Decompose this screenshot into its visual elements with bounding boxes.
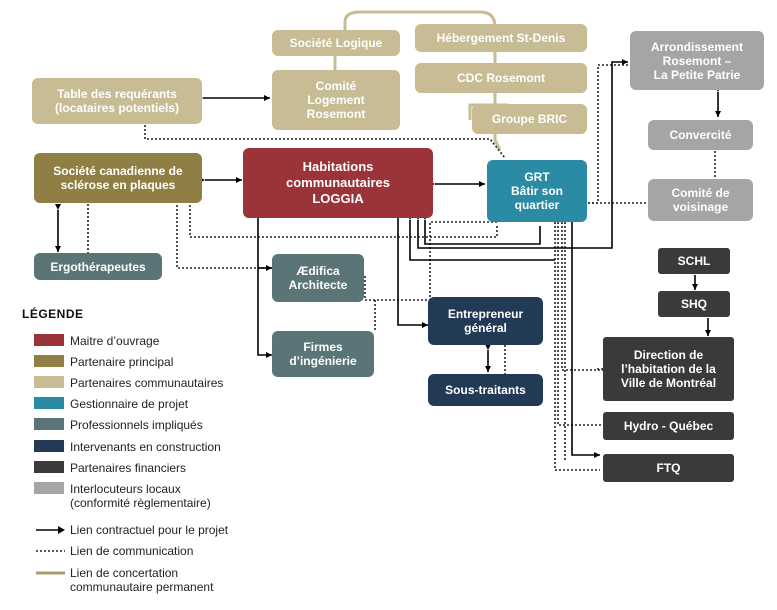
legend-swatch xyxy=(34,355,64,367)
node-convercite: Convercité xyxy=(648,120,753,150)
node-groupe-bric: Groupe BRIC xyxy=(472,104,587,134)
node-comite-logement: Comité Logement Rosemont xyxy=(272,70,400,130)
legend-item: Partenaires communautaires xyxy=(34,376,223,390)
node-entrepreneur: Entrepreneur général xyxy=(428,297,543,345)
legend-line-item: Lien contractuel pour le projet xyxy=(34,523,228,537)
legend-swatch xyxy=(34,376,64,388)
legend-title: LÉGENDE xyxy=(22,307,84,321)
legend-swatch xyxy=(34,461,64,473)
legend-item: Partenaire principal xyxy=(34,355,173,369)
contract-links xyxy=(55,59,721,458)
node-societe-canadienne: Société canadienne de sclérose en plaque… xyxy=(34,153,202,203)
legend-line-item: Lien de concertation communautaire perma… xyxy=(34,566,213,594)
node-comite-voisinage: Comité de voisinage xyxy=(648,179,753,221)
node-firmes: Firmes d’ingénierie xyxy=(272,331,374,377)
legend-swatch xyxy=(34,397,64,409)
node-sous-traitants: Sous-traitants xyxy=(428,374,543,406)
node-shq: SHQ xyxy=(658,291,730,317)
legend-swatch xyxy=(34,482,64,494)
legend-label: Partenaires communautaires xyxy=(70,376,224,390)
legend-label: Maitre d’ouvrage xyxy=(70,334,160,348)
legend-label: Partenaire principal xyxy=(70,355,174,369)
legend-label: Partenaires financiers xyxy=(70,461,187,475)
tan-line-icon xyxy=(36,571,65,575)
node-societe-logique: Société Logique xyxy=(272,30,400,56)
legend-label: Interlocuteurs locaux (conformité règlem… xyxy=(70,482,211,510)
legend-line-label: Lien de concertation communautaire perma… xyxy=(70,566,214,594)
node-ftq: FTQ xyxy=(603,454,734,482)
legend-item: Professionnels impliqués xyxy=(34,418,203,432)
node-habitations-loggia: Habitations communautaires LOGGIA xyxy=(243,148,433,218)
legend-line-label: Lien de communication xyxy=(70,544,194,558)
node-ergotherapeutes: Ergothérapeutes xyxy=(34,253,162,280)
legend-line-label: Lien contractuel pour le projet xyxy=(70,523,229,537)
node-aedifica: Ædifica Architecte xyxy=(272,254,364,302)
node-schl: SCHL xyxy=(658,248,730,274)
node-grt: GRT Bâtir son quartier xyxy=(487,160,587,222)
node-hebergement: Hébergement St-Denis xyxy=(415,24,587,52)
arrow-line-icon xyxy=(36,526,65,534)
legend-line-item: Lien de communication xyxy=(34,544,193,558)
node-direction: Direction de l’habitation de la Ville de… xyxy=(603,337,734,401)
legend-label: Intervenants en construction xyxy=(70,440,221,454)
legend-label: Professionnels impliqués xyxy=(70,418,203,432)
node-cdc: CDC Rosemont xyxy=(415,63,587,93)
legend-label: Gestionnaire de projet xyxy=(70,397,189,411)
legend-swatch xyxy=(34,334,64,346)
legend-swatch xyxy=(34,418,64,430)
legend-item: Maitre d’ouvrage xyxy=(34,334,159,348)
legend-item: Intervenants en construction xyxy=(34,440,221,454)
legend-swatch xyxy=(34,440,64,452)
legend-item: Partenaires financiers xyxy=(34,461,186,475)
node-table-requerants: Table des requérants (locataires potenti… xyxy=(32,78,202,124)
node-hydro: Hydro - Québec xyxy=(603,412,734,440)
dotted-line-icon xyxy=(36,550,65,552)
legend-item: Gestionnaire de projet xyxy=(34,397,188,411)
node-arrondissement: Arrondissement Rosemont – La Petite Patr… xyxy=(630,31,764,90)
legend-item: Interlocuteurs locaux (conformité règlem… xyxy=(34,482,211,510)
